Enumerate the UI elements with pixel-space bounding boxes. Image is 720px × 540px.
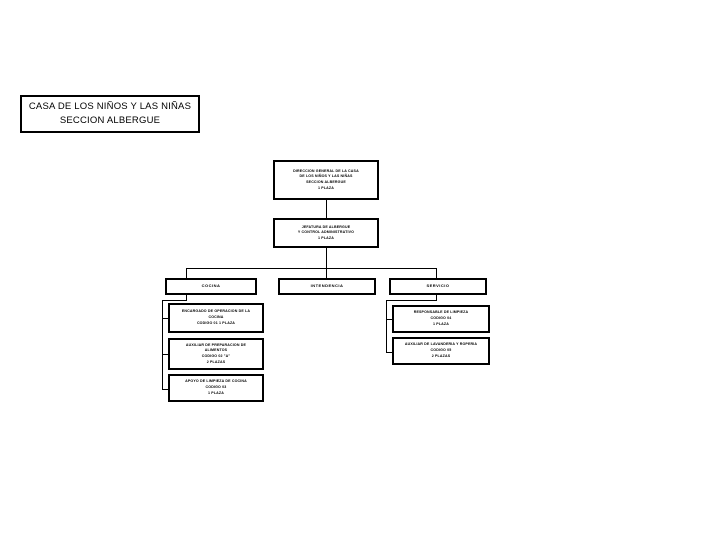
node-line-3: 1 PLAZA [432, 321, 450, 326]
node-auxiliar-cocina[interactable]: AUXILIAR DE PREPARACION DE ALIMENTOS COD… [168, 338, 264, 370]
dept-header-cocina[interactable]: COCINA [165, 278, 257, 295]
node-line-1: DIRECCION GENERAL DE LA CASA [293, 168, 359, 173]
connector-cocina-stub-1 [162, 318, 169, 319]
connector-root-to-jefatura [326, 200, 327, 218]
dept-header-servicio[interactable]: SERVICIO [389, 278, 487, 295]
node-line-2: Y CONTROL ADMINISTRATIVO [297, 230, 355, 235]
node-line-1: APOYO DE LIMPIEZA DE COCINA [185, 379, 247, 384]
node-line-3: CODIGO 02 "A" [201, 354, 231, 358]
connector-jefatura-drop [326, 248, 327, 269]
connector-cocina-spine-top [162, 300, 187, 301]
connector-department-bus [186, 268, 436, 269]
connector-cocina-stub-3 [162, 389, 169, 390]
dept-label: COCINA [201, 283, 221, 289]
connector-servicio-stub-2 [386, 352, 393, 353]
connector-cocina-spine [162, 300, 163, 390]
connector-bus-to-servicio [436, 268, 437, 278]
node-line-3: 1 PLAZA [317, 235, 335, 240]
node-line-1: JEFATURA DE ALBERGUE [301, 224, 351, 229]
node-line-3: 2 PLAZAS [431, 353, 451, 358]
node-apoyo-cocina[interactable]: APOYO DE LIMPIEZA DE COCINA CODIGO 03 1 … [168, 374, 264, 402]
title-line-2: SECCION ALBERGUE [59, 115, 161, 126]
node-line-1: ENCARGADO DE OPERACION DE LA [181, 309, 251, 314]
node-line-1: RESPONSABLE DE LIMPIEZA [413, 310, 469, 315]
dept-label: SERVICIO [426, 283, 450, 289]
connector-servicio-spine-top [386, 300, 437, 301]
dept-label: INTENDENCIA [310, 283, 344, 289]
node-direccion-general[interactable]: DIRECCION GENERAL DE LA CASA DE LOS NIÑO… [273, 160, 379, 200]
node-encargado-cocina[interactable]: ENCARGADO DE OPERACION DE LA COCINA CODI… [168, 303, 264, 333]
node-line-4: 1 PLAZA [317, 185, 335, 190]
node-line-3: 1 PLAZA [207, 390, 225, 395]
node-line-3: SECCION ALBERGUE [306, 180, 346, 184]
node-auxiliar-lavanderia[interactable]: AUXILIAR DE LAVANDERIA Y ROPERIA CODIGO … [392, 337, 490, 365]
node-line-2: CODIGO 05 [430, 348, 452, 353]
node-line-4: 2 PLAZAS [206, 359, 226, 364]
node-jefatura-albergue[interactable]: JEFATURA DE ALBERGUE Y CONTROL ADMINISTR… [273, 218, 379, 248]
node-line-2: ALIMENTOS [204, 348, 228, 353]
connector-bus-to-intendencia [326, 268, 327, 278]
node-line-3: CODIGO 01 1 PLAZA [196, 320, 236, 325]
connector-servicio-drop [436, 295, 437, 301]
node-line-1: AUXILIAR DE LAVANDERIA Y ROPERIA [404, 342, 478, 347]
node-line-2: CODIGO 04 [430, 316, 452, 321]
title-plate: CASA DE LOS NIÑOS Y LAS NIÑAS SECCION AL… [20, 95, 200, 133]
node-line-2: DE LOS NIÑOS Y LAS NIÑAS [299, 174, 353, 179]
connector-servicio-spine [386, 300, 387, 353]
node-line-2: COCINA [208, 315, 224, 320]
node-responsable-limpieza[interactable]: RESPONSABLE DE LIMPIEZA CODIGO 04 1 PLAZ… [392, 305, 490, 333]
connector-servicio-stub-1 [386, 319, 393, 320]
connector-bus-to-cocina [186, 268, 187, 278]
node-line-2: CODIGO 03 [205, 385, 227, 390]
connector-cocina-drop [186, 295, 187, 301]
node-line-1: AUXILIAR DE PREPARACION DE [185, 342, 247, 347]
dept-header-intendencia[interactable]: INTENDENCIA [278, 278, 376, 295]
connector-cocina-stub-2 [162, 354, 169, 355]
title-line-1: CASA DE LOS NIÑOS Y LAS NIÑAS [28, 101, 192, 113]
